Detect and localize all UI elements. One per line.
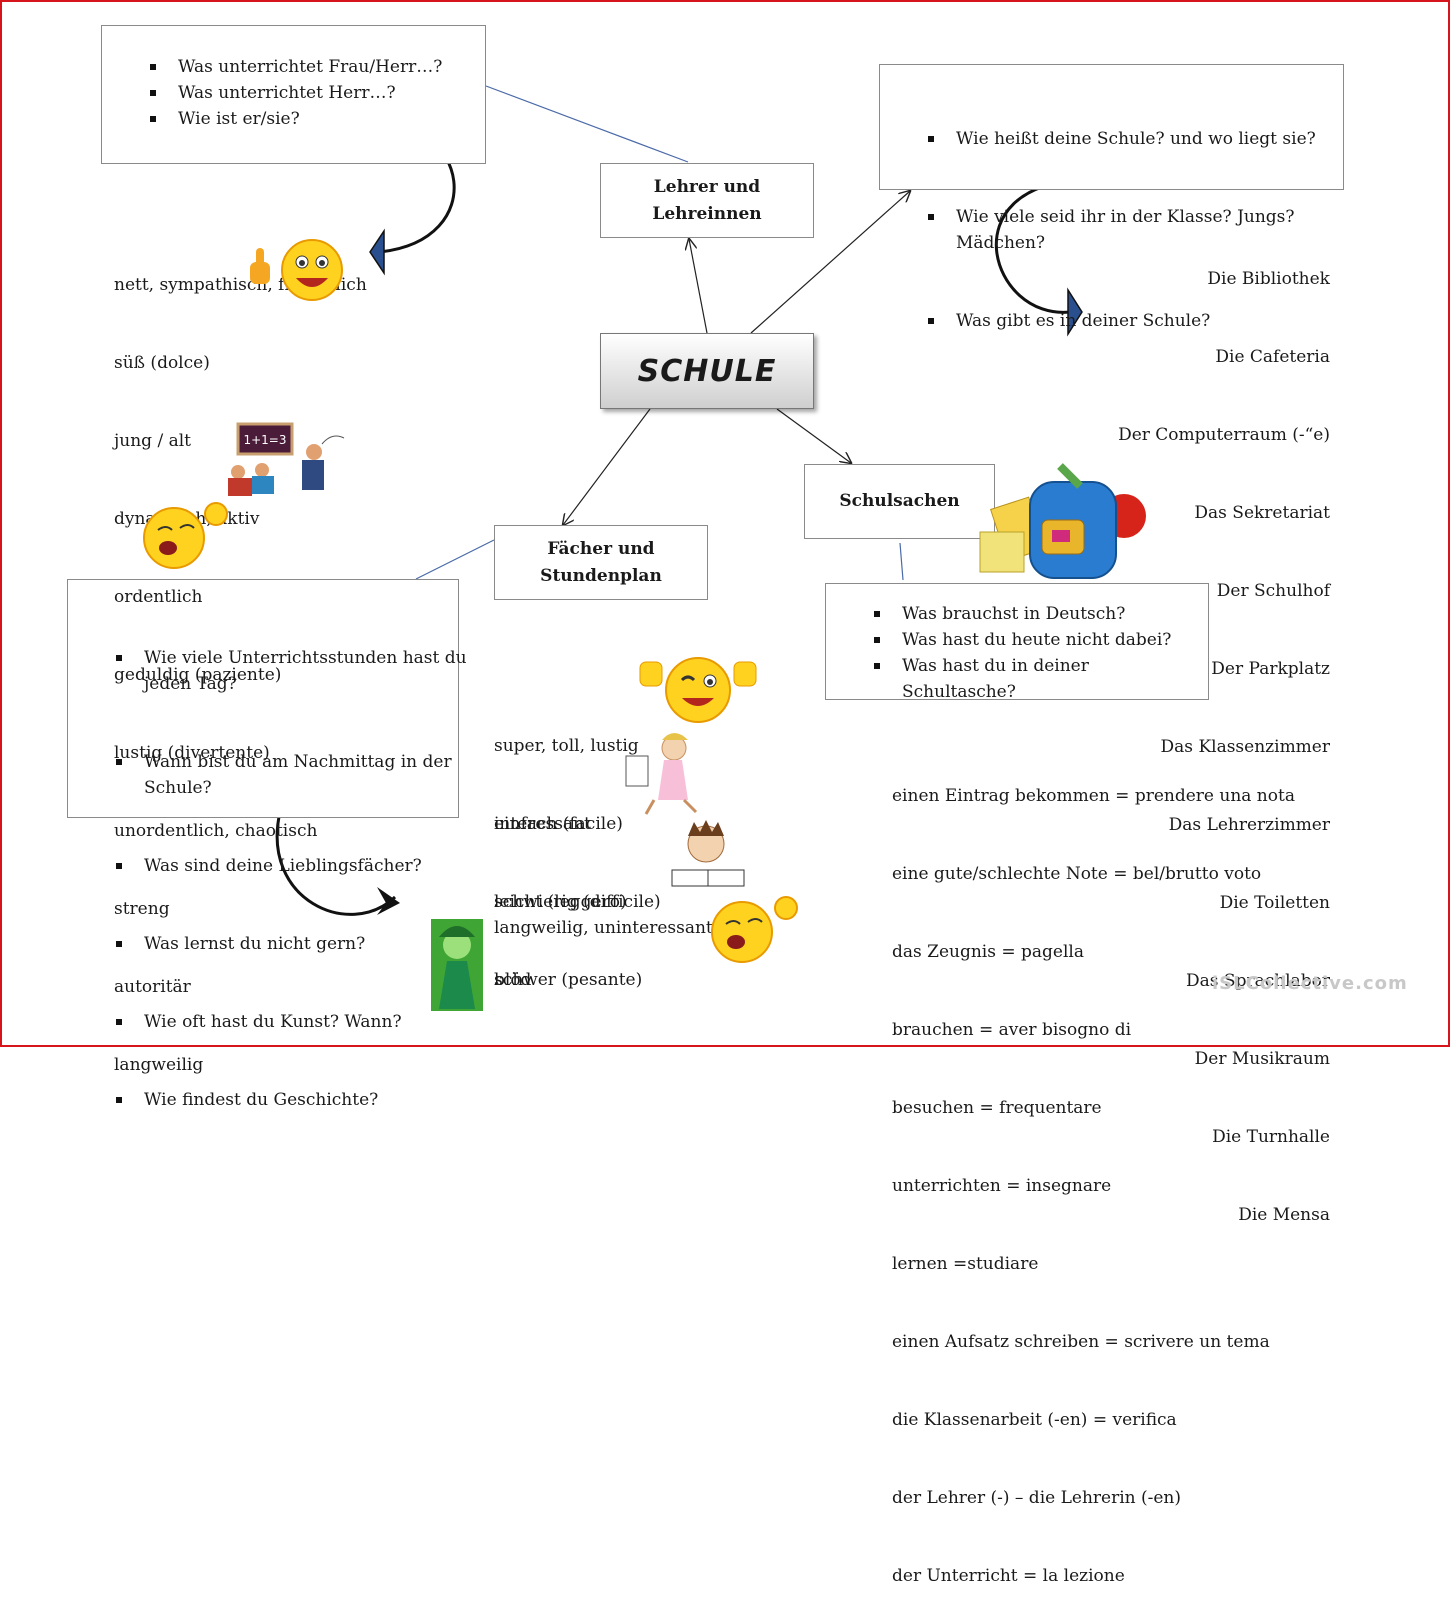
- room-item: Die Bibliothek: [1207, 269, 1330, 289]
- arrowhead-subjects: [377, 887, 400, 915]
- thumbs-up-smiley-icon: [250, 239, 343, 301]
- room-item: Der Computerraum (-“e): [1118, 425, 1330, 445]
- page-frame: [0, 0, 1450, 1047]
- vocabulary-list: einen Eintrag bekommen = prendere una no…: [892, 731, 1295, 1615]
- vocab-item: eine gute/schlechte Note = bel/brutto vo…: [892, 864, 1262, 884]
- vocab-item: die Klassenarbeit (-en) = verifica: [892, 1410, 1177, 1430]
- winking-thumbs-up-smiley-icon: [639, 657, 757, 723]
- arrow-to-teachers: [689, 239, 708, 334]
- teacher-chalkboard-icon: 1+1=3: [228, 422, 345, 496]
- question-item: Wann bist du am Nachmittag in der Schule…: [108, 749, 458, 801]
- question-item: Was brauchst in Deutsch?: [866, 601, 1208, 627]
- question-item: Was unterrichtet Herr…?: [142, 80, 485, 106]
- frustrated-student-icon: [671, 820, 745, 887]
- adjective-list: nett, sympathisch, freundlich süß (dolce…: [114, 220, 367, 1104]
- vocab-item: brauchen = aver bisogno di: [892, 1020, 1132, 1040]
- adjective-item: süß (dolce): [114, 353, 210, 373]
- room-item: Das Klassenzimmer: [1160, 737, 1330, 757]
- rating-stupid: blöd: [494, 970, 532, 990]
- girl-with-clipboard-icon: [625, 733, 698, 815]
- vocab-item: lernen =studiare: [892, 1254, 1039, 1274]
- question-item: Wie oft hast du Kunst? Wann?: [108, 1009, 458, 1035]
- arrow-to-school: [750, 191, 910, 334]
- disgust-character-icon: [431, 919, 483, 1011]
- node-teachers: Lehrer und Lehreinnen: [600, 163, 814, 238]
- adjective-item: unordentlich, chaotisch: [114, 821, 318, 841]
- rating-hard: schwierig (difficile) schwer (pesante): [494, 837, 661, 1019]
- question-item: Was sind deine Lieblingsfächer?: [108, 853, 458, 879]
- arrowhead-rooms: [1067, 287, 1083, 337]
- adjective-item: ordentlich: [114, 587, 203, 607]
- rating-boring: langweilig, uninteressant: [494, 918, 713, 938]
- supplies-questions-box: Was brauchst in Deutsch? Was hast du heu…: [825, 583, 1209, 702]
- vocab-item: unterrichten = insegnare: [892, 1176, 1112, 1196]
- rating-positive: super, toll, lustig interessant: [494, 681, 639, 863]
- center-node: SCHULE: [600, 333, 814, 409]
- rating-text: leicht (leggero): [494, 892, 627, 912]
- question-item: Wie viele seid ihr in der Klasse? Jungs?…: [920, 204, 1343, 256]
- arrowhead-teachers: [369, 228, 385, 276]
- vocab-item: das Zeugnis = pagella: [892, 942, 1084, 962]
- rating-text: super, toll, lustig: [494, 736, 639, 756]
- curved-arrow-subjects: [275, 811, 397, 916]
- adjective-item: autoritär: [114, 977, 191, 997]
- vocab-item: der Unterricht = la lezione: [892, 1566, 1125, 1586]
- vocab-item: besuchen = frequentare: [892, 1098, 1102, 1118]
- question-item: Was unterrichtet Frau/Herr…?: [142, 54, 485, 80]
- adjective-item: geduldig (paziente): [114, 665, 282, 685]
- question-item: Was hast du in deiner Schultasche?: [866, 653, 1208, 705]
- rating-text: einfach (facile): [494, 814, 623, 834]
- node-supplies: Schulsachen: [804, 464, 995, 539]
- teachers-questions-box: Was unterrichtet Frau/Herr…? Was unterri…: [101, 25, 486, 164]
- line-subjects-box: [415, 539, 495, 580]
- room-item: Das Sekretariat: [1194, 503, 1330, 523]
- line-supplies-box: [899, 542, 904, 581]
- vocab-item: der Lehrer (-) – die Lehrerin (-en): [892, 1488, 1182, 1508]
- adjective-item: jung / alt: [114, 431, 191, 451]
- rating-text: interessant: [494, 814, 591, 834]
- question-item: Was hast du heute nicht dabei?: [866, 627, 1208, 653]
- adjective-item: langweilig: [114, 1055, 204, 1075]
- svg-text:1+1=3: 1+1=3: [243, 433, 286, 447]
- yawning-smiley-icon: [711, 896, 798, 963]
- vocab-item: einen Aufsatz schreiben = scrivere un te…: [892, 1332, 1270, 1352]
- watermark: iSLCollective.com: [1212, 973, 1408, 994]
- adjective-item: streng: [114, 899, 170, 919]
- question-item: Wie ist er/sie?: [142, 106, 485, 132]
- room-item: Das Sprachlabor: [1186, 971, 1330, 991]
- arrow-to-supplies: [776, 408, 851, 463]
- line-teachers-box: [485, 85, 689, 163]
- school-questions-box: Wie heißt deine Schule? und wo liegt sie…: [879, 64, 1344, 331]
- school-backpack-icon: [979, 463, 1146, 579]
- question-item: Was lernst du nicht gern?: [108, 931, 458, 957]
- rating-text: schwer (pesante): [494, 970, 643, 990]
- subjects-questions-box: Wie viele Unterrichtsstunden hast du jed…: [67, 579, 467, 1110]
- rating-easy: einfach (facile) leicht (leggero): [494, 759, 627, 941]
- room-item: Die Cafeteria: [1215, 347, 1330, 367]
- question-item: Wie viele Unterrichtsstunden hast du jed…: [108, 645, 467, 697]
- adjective-item: lustig (divertente): [114, 743, 270, 763]
- arrow-to-subjects: [563, 408, 651, 525]
- room-item: Der Parkplatz: [1211, 659, 1330, 679]
- room-item: Die Toiletten: [1219, 893, 1330, 913]
- room-item: Das Lehrerzimmer: [1168, 815, 1330, 835]
- room-item: Der Schulhof: [1216, 581, 1330, 601]
- rating-text: schwierig (difficile): [494, 892, 661, 912]
- node-subjects: Fächer und Stundenplan: [494, 525, 708, 600]
- question-item: Wie heißt deine Schule? und wo liegt sie…: [920, 126, 1343, 152]
- yawning-smiley-icon: [143, 502, 228, 569]
- vocab-item: einen Eintrag bekommen = prendere una no…: [892, 786, 1295, 806]
- question-item: Was gibt es in deiner Schule?: [920, 308, 1343, 334]
